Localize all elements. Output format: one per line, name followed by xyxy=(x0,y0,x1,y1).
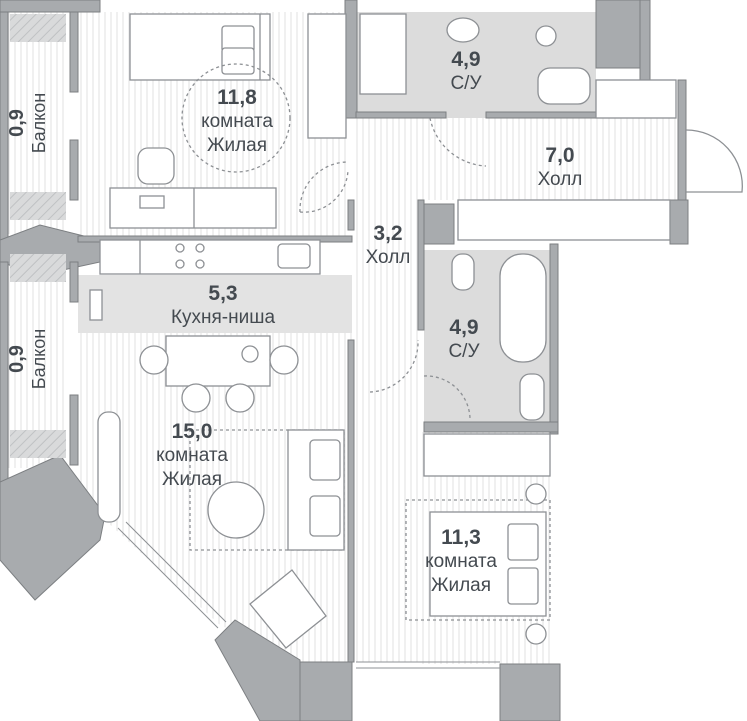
room-1-area: 11,8 xyxy=(217,86,257,109)
furniture xyxy=(89,13,743,649)
hall-2-area: 3,2 xyxy=(373,222,403,245)
hall-1-area: 7,0 xyxy=(545,144,575,167)
floor-hall-2 xyxy=(352,200,422,662)
room-3-area: 11,3 xyxy=(441,526,481,549)
balcony-hatch xyxy=(10,14,66,458)
room-1-name: Жилая xyxy=(206,135,268,156)
balcony-1-area: 0,9 xyxy=(6,109,28,137)
room-2-area: 15,0 xyxy=(171,420,213,443)
floor-hall-1 xyxy=(356,118,678,200)
bath-2-type: С/У xyxy=(448,341,480,362)
room-1-type: комната xyxy=(201,111,273,132)
hall-1-type: Холл xyxy=(537,169,583,190)
room-2-label: 15,0 комната Жилая xyxy=(132,420,252,492)
bath-2-area: 4,9 xyxy=(449,316,479,339)
walls xyxy=(0,0,689,721)
balcony-2-area: 0,9 xyxy=(6,345,28,373)
room-2-type: комната xyxy=(156,445,228,466)
kitchen-area: 5,3 xyxy=(208,282,238,305)
balcony-1-type: Балкон xyxy=(29,92,49,154)
room-1-label: 11,8 комната Жилая xyxy=(178,86,296,158)
room-3-label: 11,3 комната Жилая xyxy=(402,526,520,598)
floor-kitchen xyxy=(78,275,352,333)
kitchen-label: 5,3 Кухня-ниша xyxy=(148,282,298,330)
hall-1-label: 7,0 Холл xyxy=(518,144,602,192)
bath-1-type: С/У xyxy=(450,73,482,94)
bath-1-label: 4,9 С/У xyxy=(424,48,508,96)
room-3-name: Жилая xyxy=(430,575,492,596)
room-3-type: комната xyxy=(425,551,497,572)
kitchen-type: Кухня-ниша xyxy=(170,307,276,328)
windows xyxy=(117,521,500,669)
balcony-2-type: Балкон xyxy=(29,328,49,390)
room-2-name: Жилая xyxy=(161,469,223,490)
bath-2-label: 4,9 С/У xyxy=(424,316,504,364)
hall-2-label: 3,2 Холл xyxy=(348,222,428,270)
bath-1-area: 4,9 xyxy=(451,48,481,71)
hall-2-type: Холл xyxy=(365,247,411,268)
balcony-2-label: 0,9 Балкон xyxy=(6,304,56,414)
balcony-1-label: 0,9 Балкон xyxy=(6,68,56,178)
